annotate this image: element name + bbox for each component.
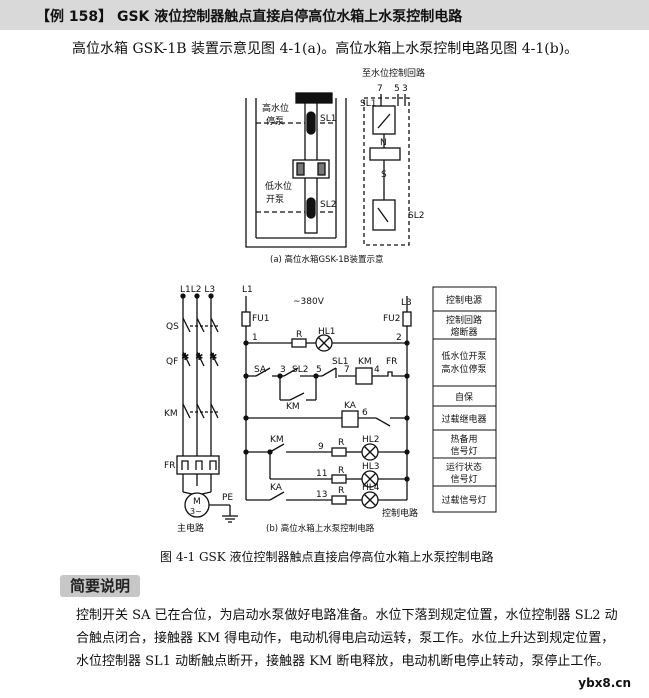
fig-b-node-6: 6 (362, 408, 368, 418)
fig-b-km-coil: KM (358, 357, 372, 367)
fig-a-sl2-float: SL2 (320, 200, 336, 210)
fig-b-sl2: SL2 (292, 365, 308, 375)
fig-b-l1: L1 (242, 285, 253, 295)
fig-b-phase-labels: L1L2 L3 (180, 285, 215, 295)
svg-text:✱: ✱ (195, 352, 203, 363)
fig-b-hl4: HL4 (362, 483, 380, 493)
fig-a-high-level-1: 高水位 (262, 102, 289, 114)
fig-b-voltage: ~380V (293, 297, 325, 307)
fig-a-high-level-2: 停泵 (266, 115, 284, 127)
intro-text: 高位水箱 GSK-1B 装置示意见图 4-1(a)。高位水箱上水泵控制电路见图 … (72, 41, 579, 57)
fig-b-qs: QS (166, 322, 179, 332)
fig-b-km-contact: KM (270, 435, 284, 445)
fig-b-r3: R (338, 466, 344, 476)
fig-a-terminal-7: 7 (377, 84, 383, 94)
fig-b-hl2: HL2 (362, 435, 380, 445)
fig-b-ka-coil: KA (344, 401, 357, 411)
example-title: 【例 158】 GSK 液位控制器触点直接启停高位水箱上水泵控制电路 (36, 9, 463, 25)
main-circuit (176, 296, 238, 523)
watermark: ybx8.cn (578, 676, 631, 690)
fig-a-s-pole: S (381, 170, 387, 180)
fig-b-r2: R (338, 438, 344, 448)
explanation-paragraph: 控制开关 SA 已在合位，为启动水泵做好电路准备。水位下落到规定位置，水位控制器… (76, 608, 618, 669)
fig-b-sl1: SL1 (332, 357, 348, 367)
fig-b-ka-contact: KA (270, 483, 283, 493)
fig-a-n-pole: N (380, 138, 387, 148)
svg-text:✱: ✱ (181, 352, 189, 363)
legend-box-3-line-2: 高水位停泵 (441, 363, 486, 375)
fig-b-hl3: HL3 (362, 462, 380, 472)
legend-box-5-line-1: 过载继电器 (441, 413, 486, 425)
fig-b-r1: R (296, 330, 302, 340)
fig-a-low-level-1: 低水位 (265, 180, 292, 192)
legend-box-2-line-1: 控制回路 (446, 314, 482, 326)
fig-b-fu2: FU2 (383, 314, 401, 324)
fig-a-sl1-float: SL1 (320, 114, 336, 124)
fig-b-km-self: KM (286, 402, 300, 412)
legend-box-3-line-1: 低水位开泵 (441, 350, 486, 362)
fig-b-node-11: 11 (316, 469, 327, 479)
tank-diagram (245, 92, 347, 248)
svg-text:✱: ✱ (209, 352, 217, 363)
fig-b-node-1: 1 (252, 333, 258, 343)
legend-box-6-line-2: 信号灯 (450, 445, 477, 457)
fig-b-caption: (b) 高位水箱上水泵控制电路 (266, 523, 375, 534)
figure-caption: 图 4-1 GSK 液位控制器触点直接启停高位水箱上水泵控制电路 (160, 550, 494, 564)
control-circuit (241, 296, 412, 509)
fig-b-motor-m: M (193, 497, 201, 507)
fig-b-fr: FR (164, 461, 175, 471)
fig-a-terminal-3: 3 (402, 84, 408, 94)
legend-box-6-line-1: 热备用 (450, 433, 477, 445)
fig-b-pe: PE (222, 493, 233, 503)
legend-box-7-line-1: 运行状态 (446, 461, 482, 473)
fig-a-sl1-switch: SL1 (360, 99, 376, 109)
fig-b-node-5: 5 (316, 365, 322, 375)
fig-a-terminal-5: 5 (394, 84, 400, 94)
fig-b-node-9: 9 (318, 442, 324, 452)
fig-b-node-7: 7 (344, 365, 350, 375)
fig-b-r4: R (338, 486, 344, 496)
legend-box-1-line-1: 控制电源 (446, 294, 482, 306)
fig-b-ctrl-circuit: 控制电路 (382, 507, 418, 519)
fig-a-caption: (a) 高位水箱GSK-1B装置示意 (270, 254, 384, 265)
fig-b-node-2: 2 (396, 333, 402, 343)
fig-b-main-circuit: 主电路 (177, 522, 204, 534)
legend-box-2-line-2: 熔断器 (450, 326, 477, 338)
fig-b-node-4: 4 (374, 365, 380, 375)
example-title-bar: 【例 158】 GSK 液位控制器触点直接启停高位水箱上水泵控制电路 (0, 0, 649, 30)
fig-b-qf: QF (166, 357, 178, 367)
fig-b-sa: SA (254, 365, 267, 375)
fig-b-fu1: FU1 (252, 314, 270, 324)
legend-box-7-line-2: 信号灯 (450, 473, 477, 485)
fig-a-sl2-switch: SL2 (408, 211, 424, 221)
fig-b-motor-3: 3~ (190, 507, 202, 516)
fig-b-fr-contact: FR (386, 357, 397, 367)
fig-b-l3: L3 (401, 298, 412, 308)
switch-assembly (363, 94, 410, 246)
fig-a-low-level-2: 开泵 (266, 194, 284, 205)
fig-b-node-3: 3 (280, 365, 286, 375)
fig-b-node-13: 13 (316, 490, 327, 500)
section-title: 简要说明 (60, 575, 140, 597)
fig-a-top-label: 至水位控制回路 (362, 67, 425, 79)
fig-b-km: KM (164, 409, 178, 419)
legend-box-4-line-1: 自保 (455, 391, 473, 403)
legend-box-8-line-1: 过载信号灯 (441, 494, 486, 506)
legend-column (432, 286, 497, 513)
fig-b-hl1: HL1 (318, 327, 336, 337)
